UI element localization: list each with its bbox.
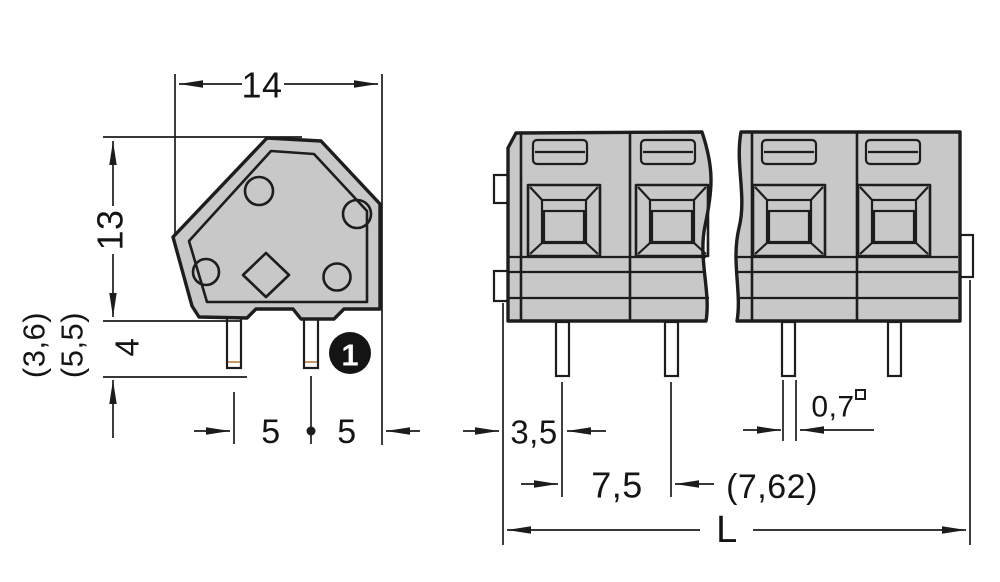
badge-number: 1 xyxy=(341,338,358,373)
dimension-label-pin-length: 4 xyxy=(109,338,146,357)
square-cross-section-symbol xyxy=(855,389,866,400)
dimension-pin-length: 4 (3,6) (5,5) xyxy=(17,312,247,438)
front-pin-4 xyxy=(886,320,903,378)
front-pin-1 xyxy=(554,320,571,378)
wire-entry-4 xyxy=(856,183,932,258)
side-hole xyxy=(191,257,221,287)
dimension-label-pin-cross-section: 0,7 xyxy=(811,391,854,424)
side-hole xyxy=(243,175,275,207)
clamp-opening xyxy=(542,209,586,244)
wire-entry-1 xyxy=(526,183,602,258)
front-pin-3 xyxy=(780,320,797,378)
dimension-label-pin-length-alt-short: (3,6) xyxy=(17,312,52,378)
side-diamond-opening xyxy=(241,251,291,299)
wire-entry-3 xyxy=(751,183,827,258)
side-hole xyxy=(341,198,373,230)
dimension-label-pin-length-alt-long: (5,5) xyxy=(55,312,90,378)
actuation-slot-2 xyxy=(639,138,697,166)
dimension-overall-length: L xyxy=(502,280,971,551)
clamp-opening xyxy=(650,209,694,244)
dimension-label-overall-length: L xyxy=(716,509,738,551)
badge-circle xyxy=(329,332,371,374)
clamp-opening xyxy=(872,209,916,244)
dimension-label-pole-pitch: 7,5 xyxy=(591,465,643,506)
side-housing-inner-outline xyxy=(187,149,369,304)
actuation-slot-1 xyxy=(531,138,589,166)
dimension-label-width: 14 xyxy=(241,65,282,106)
front-housing-left-portion xyxy=(506,130,713,323)
side-view: 1 xyxy=(171,136,382,374)
front-housing-right-portion xyxy=(734,130,962,323)
front-pin-2 xyxy=(663,320,680,378)
front-view xyxy=(492,130,975,378)
dimension-label-pin-spacing-left: 5 xyxy=(261,413,280,451)
actuation-slot-4 xyxy=(864,138,922,166)
actuation-slot-3 xyxy=(760,138,818,166)
dimension-label-pole-pitch-alt: (7,62) xyxy=(726,468,818,506)
dimensions: 14 13 4 (3,6) (5,5) 5 5 xyxy=(17,65,971,551)
dimension-label-height: 13 xyxy=(90,209,131,250)
dimension-width: 14 xyxy=(174,65,383,445)
clamp-opening xyxy=(767,209,811,244)
dimension-pole-pitch: 7,5 (7,62) xyxy=(521,382,818,506)
center-dot xyxy=(306,426,316,436)
dimension-height: 13 xyxy=(90,136,302,322)
dimension-pin-cross-section: 0,7 xyxy=(743,380,874,441)
dimension-edge-to-pin: 3,5 xyxy=(463,414,606,451)
side-housing-outline xyxy=(171,136,382,321)
side-hole xyxy=(322,262,352,292)
footnote-badge: 1 xyxy=(329,332,371,374)
dimension-label-pin-spacing-right: 5 xyxy=(337,413,356,451)
wire-entry-2 xyxy=(634,183,710,258)
dimension-pin-spacing: 5 5 xyxy=(194,376,420,451)
dimension-label-edge-to-pin: 3,5 xyxy=(510,414,557,451)
